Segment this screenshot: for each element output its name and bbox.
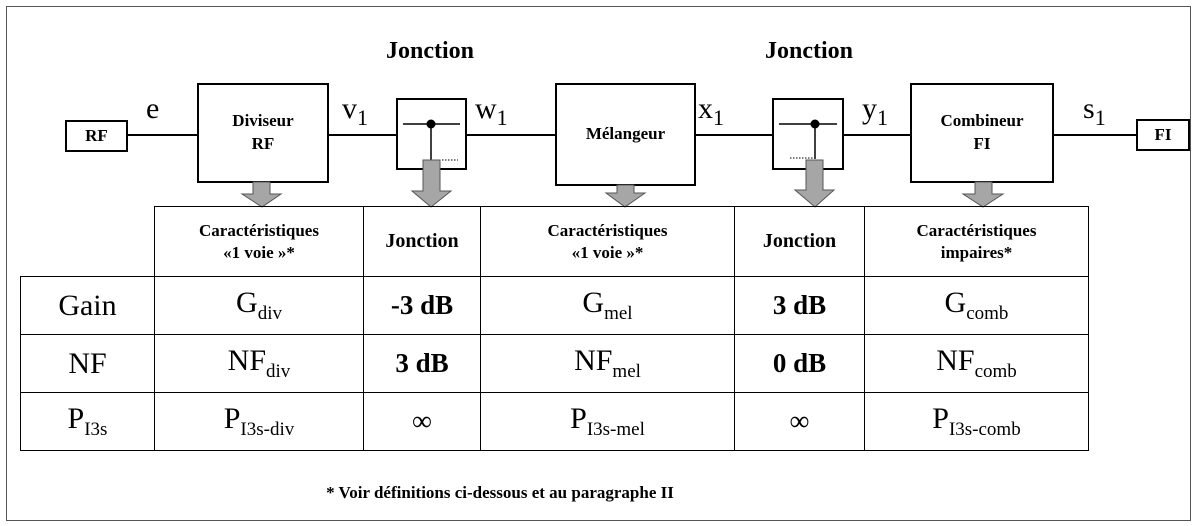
cell-nf-combiner: NFcomb bbox=[864, 334, 1089, 393]
junction1-caption: Jonction bbox=[385, 38, 474, 64]
cell-gain-combiner: Gcomb bbox=[864, 276, 1089, 335]
junction2-symbol bbox=[779, 119, 837, 159]
characteristics-table: Caractéristiques«1 voie »* Jonction Cara… bbox=[20, 206, 1089, 451]
rf-input-box bbox=[65, 120, 128, 152]
arrow-divider bbox=[240, 181, 283, 208]
table-header-row: Caractéristiques«1 voie »* Jonction Cara… bbox=[20, 206, 1089, 277]
arrow-mixer bbox=[604, 184, 647, 208]
signal-x1: x1 bbox=[698, 92, 724, 130]
signal-v1: v1 bbox=[342, 92, 368, 130]
cell-pi3s-junction2: ∞ bbox=[734, 392, 865, 451]
row-label-pi3s: PI3s bbox=[20, 392, 155, 451]
combiner-block bbox=[910, 83, 1054, 183]
header-divider-characteristics: Caractéristiques«1 voie »* bbox=[154, 206, 364, 277]
signal-e: e bbox=[146, 92, 160, 125]
table-row-nf: NF NFdiv 3 dB NFmel 0 dB NFcomb bbox=[20, 334, 1089, 393]
header-junction2: Jonction bbox=[734, 206, 865, 277]
table-corner bbox=[20, 206, 155, 277]
cell-nf-junction1: 3 dB bbox=[363, 334, 481, 393]
cell-gain-junction2: 3 dB bbox=[734, 276, 865, 335]
outer-frame bbox=[6, 6, 1191, 521]
fi-output-box bbox=[1136, 119, 1190, 151]
cell-nf-mixer: NFmel bbox=[480, 334, 735, 393]
cell-gain-divider: Gdiv bbox=[154, 276, 364, 335]
divider-block bbox=[197, 83, 329, 183]
fi-output-label: FI bbox=[1154, 124, 1172, 144]
footnote: * Voir définitions ci-dessous et au para… bbox=[326, 483, 674, 502]
cell-gain-junction1: -3 dB bbox=[363, 276, 481, 335]
cell-gain-mixer: Gmel bbox=[480, 276, 735, 335]
arrow-junction1 bbox=[410, 159, 453, 208]
mixer-label: Mélangeur bbox=[585, 124, 666, 144]
table-row-pi3s: PI3s PI3s-div ∞ PI3s-mel ∞ PI3s-comb bbox=[20, 392, 1089, 451]
header-mixer-characteristics: Caractéristiques«1 voie »* bbox=[480, 206, 735, 277]
rf-input-label: RF bbox=[85, 125, 108, 145]
arrow-combiner bbox=[961, 181, 1005, 208]
cell-nf-divider: NFdiv bbox=[154, 334, 364, 393]
junction1-symbol bbox=[403, 119, 460, 161]
cell-pi3s-mixer: PI3s-mel bbox=[480, 392, 735, 451]
signal-s1: s1 bbox=[1083, 92, 1106, 130]
cell-nf-junction2: 0 dB bbox=[734, 334, 865, 393]
header-junction1: Jonction bbox=[363, 206, 481, 277]
table-row-gain: Gain Gdiv -3 dB Gmel 3 dB Gcomb bbox=[20, 276, 1089, 335]
cell-pi3s-divider: PI3s-div bbox=[154, 392, 364, 451]
signal-y1: y1 bbox=[862, 92, 888, 130]
junction2-caption: Jonction bbox=[764, 38, 853, 64]
row-label-gain: Gain bbox=[20, 276, 155, 335]
cell-pi3s-junction1: ∞ bbox=[363, 392, 481, 451]
row-label-nf: NF bbox=[20, 334, 155, 393]
signal-w1: w1 bbox=[475, 92, 508, 130]
cell-pi3s-combiner: PI3s-comb bbox=[864, 392, 1089, 451]
arrow-junction2 bbox=[793, 159, 836, 208]
